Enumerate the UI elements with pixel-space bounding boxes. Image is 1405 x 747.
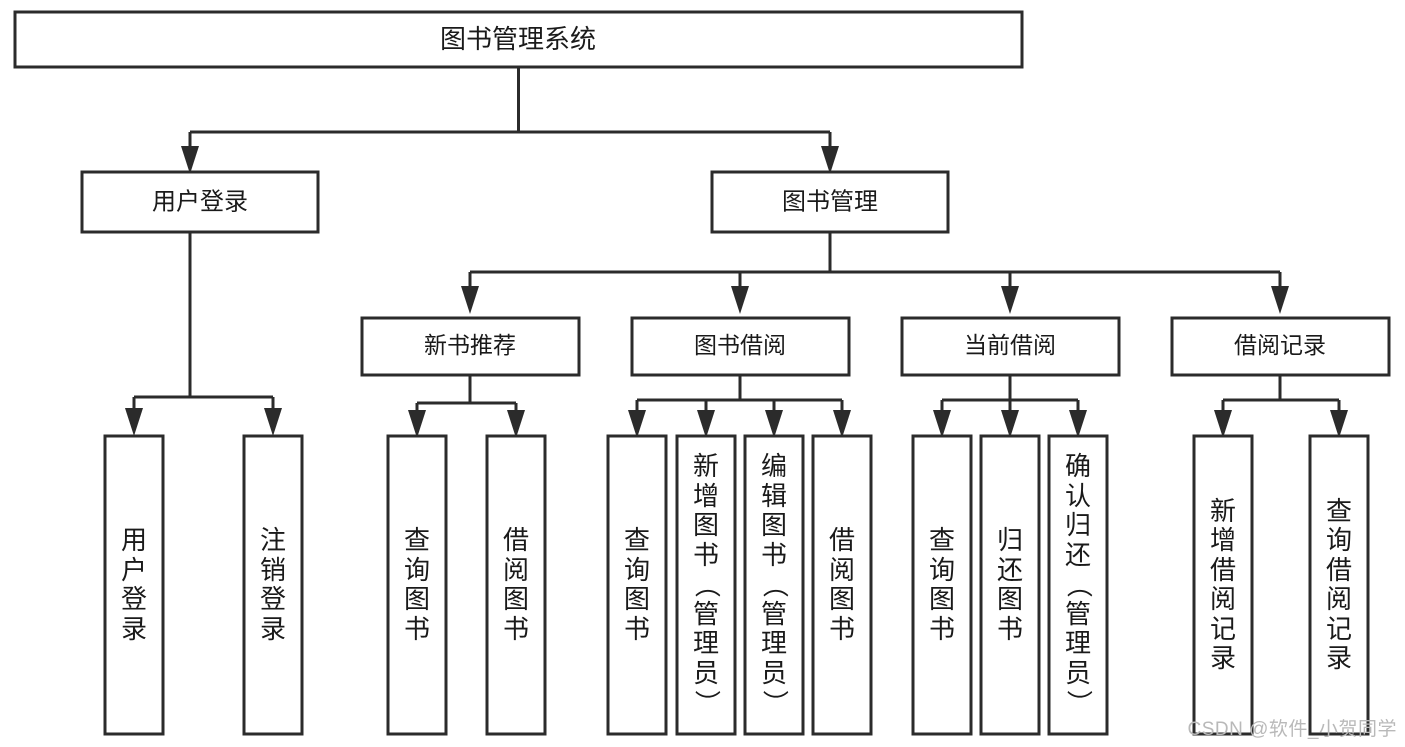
node-book-management-label: 图书管理	[782, 188, 878, 215]
leaf-edit-book-admin[interactable]	[743, 434, 805, 736]
node-new-book-recommend[interactable]: 新书推荐	[360, 316, 581, 377]
leaf-edit-book-admin-label: 编辑图书（管理员）	[759, 451, 790, 716]
connectors-root-to-level2	[181, 67, 839, 174]
node-borrow-record[interactable]: 借阅记录	[1170, 316, 1391, 377]
leaf-borrow-book-2-label: 借阅图书	[828, 525, 855, 644]
node-root-system[interactable]: 图书管理系统	[13, 10, 1024, 69]
node-user-login-label: 用户登录	[152, 188, 248, 215]
leaf-user-login-label: 用户登录	[120, 525, 147, 644]
leaf-query-book-1-label: 查询图书	[403, 525, 430, 644]
leaf-query-book-2-label: 查询图书	[623, 525, 650, 644]
node-root-system-label: 图书管理系统	[440, 24, 596, 54]
connectors-newbook-to-leaves	[408, 375, 525, 438]
leaf-user-login[interactable]	[103, 434, 165, 736]
leaf-query-book-3-label: 查询图书	[928, 525, 955, 644]
connectors-current-to-leaves	[933, 375, 1087, 438]
leaf-add-borrow-record-label: 新增借阅记录	[1209, 495, 1236, 673]
leaf-return-book-label: 归还图书	[996, 525, 1023, 644]
node-book-borrow-label: 图书借阅	[694, 332, 786, 358]
leaf-query-book-1[interactable]	[386, 434, 448, 736]
leaf-borrow-book-1[interactable]	[485, 434, 547, 736]
leaf-logout[interactable]	[242, 434, 304, 736]
leaf-borrow-book-2[interactable]	[811, 434, 873, 736]
leaf-borrow-book-1-label: 借阅图书	[502, 525, 529, 644]
connectors-level2-book-to-level3	[461, 232, 1289, 314]
leaf-query-borrow-record-label: 查询借阅记录	[1325, 495, 1352, 673]
leaf-confirm-return-admin[interactable]	[1047, 434, 1109, 736]
node-current-borrow-label: 当前借阅	[964, 332, 1056, 358]
node-new-book-recommend-label: 新书推荐	[424, 332, 516, 358]
leaf-query-borrow-record[interactable]	[1308, 434, 1370, 736]
leaf-logout-label: 注销登录	[259, 525, 286, 644]
node-book-borrow[interactable]: 图书借阅	[630, 316, 851, 377]
node-user-login[interactable]: 用户登录	[80, 170, 320, 234]
leaf-add-book-admin[interactable]	[675, 434, 737, 736]
node-book-management[interactable]: 图书管理	[710, 170, 950, 234]
connectors-record-to-leaves	[1214, 375, 1348, 438]
node-current-borrow[interactable]: 当前借阅	[900, 316, 1121, 377]
leaf-query-book-3[interactable]	[911, 434, 973, 736]
leaf-add-borrow-record[interactable]	[1192, 434, 1254, 736]
leaf-return-book[interactable]	[979, 434, 1041, 736]
node-borrow-record-label: 借阅记录	[1234, 332, 1326, 358]
leaf-confirm-return-admin-label: 确认归还（管理员）	[1063, 451, 1094, 716]
connectors-level2-user-to-leaves	[125, 232, 282, 436]
leaf-add-book-admin-label: 新增图书（管理员）	[691, 451, 722, 716]
leaf-query-book-2[interactable]	[606, 434, 668, 736]
connectors-borrow-to-leaves	[628, 375, 851, 438]
